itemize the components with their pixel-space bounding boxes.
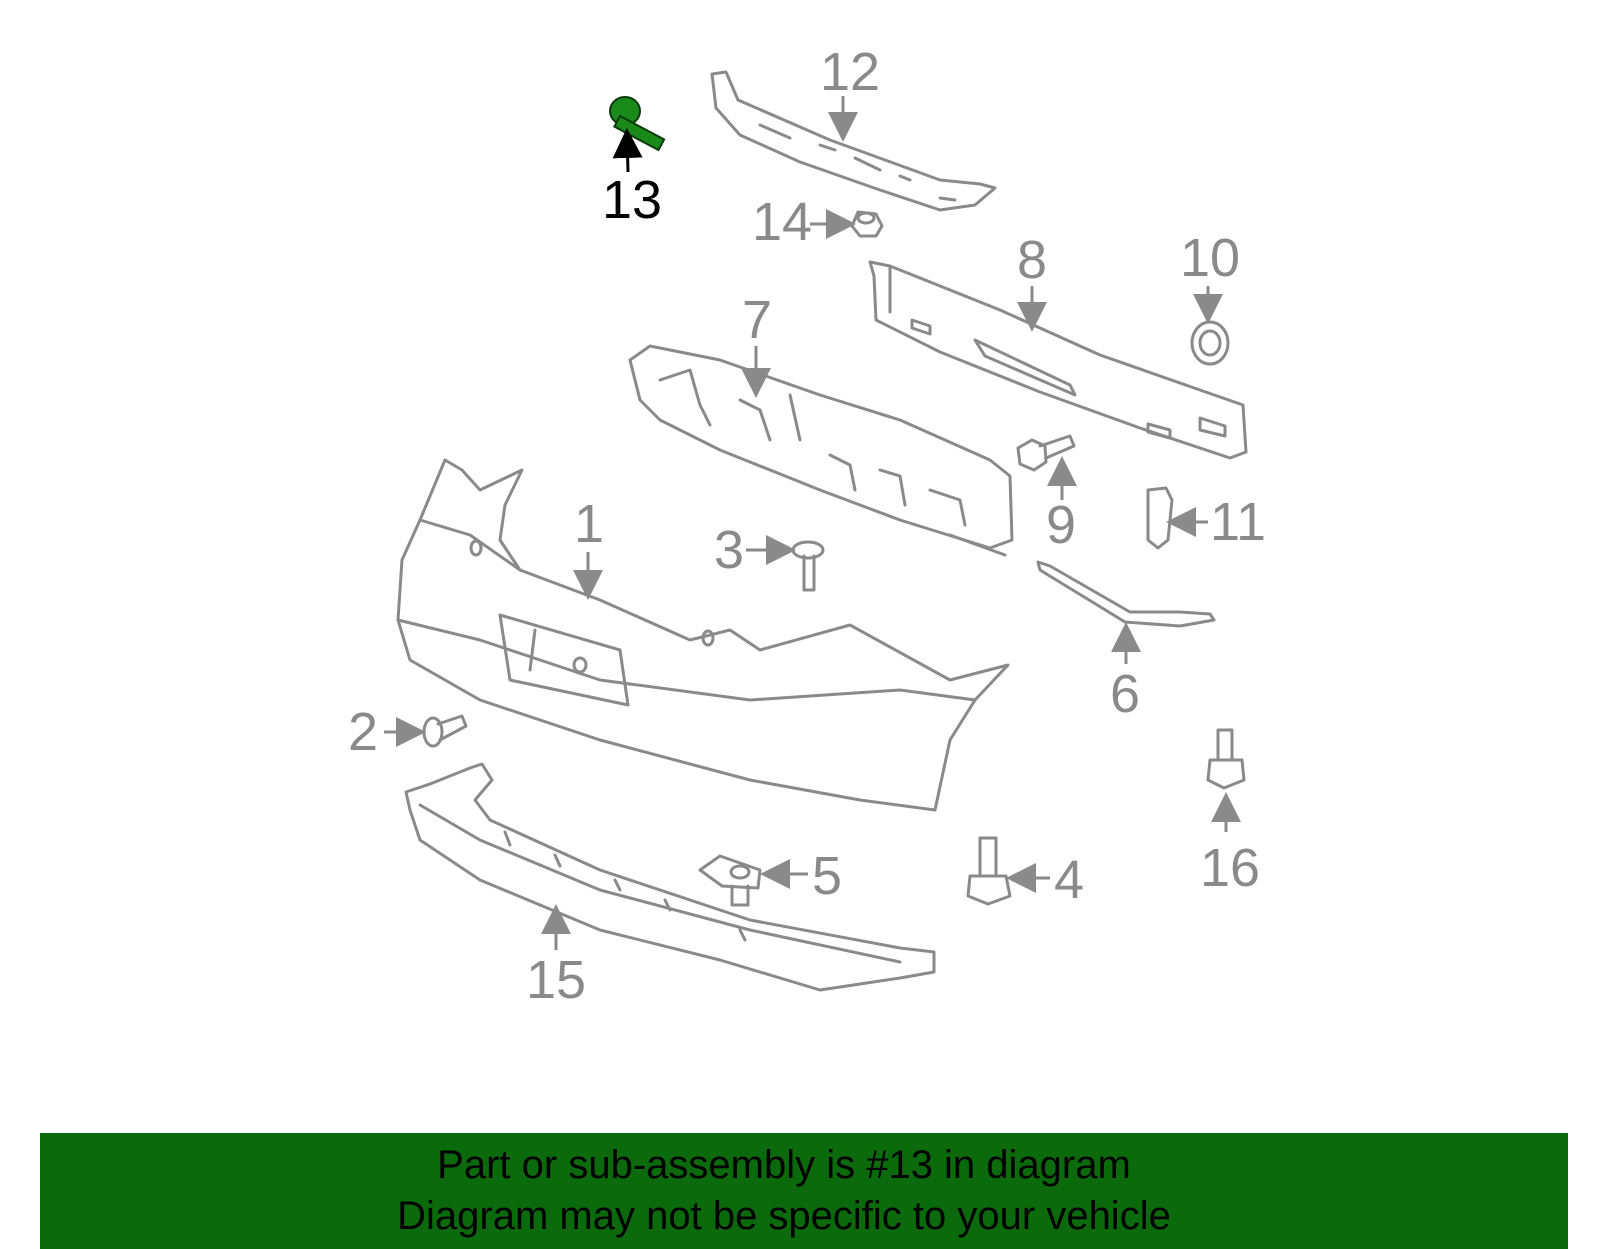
callout-5: 5 [812,846,842,906]
callout-6: 6 [1110,664,1140,724]
callout-labels: 12 13 14 8 10 7 9 11 1 3 6 2 5 4 16 15 [348,42,1266,1010]
part-3-pin [791,540,825,592]
part-7-absorber [628,344,1014,557]
callout-3: 3 [714,520,744,580]
part-2-pin [422,714,468,748]
callout-7: 7 [742,290,772,350]
part-8-beam [868,260,1248,460]
banner-line-2: Diagram may not be specific to your vehi… [397,1194,1171,1238]
part-12-bracket [710,70,997,212]
part-16-stud [1206,728,1246,790]
part-4-stud [966,836,1012,906]
callout-1: 1 [574,494,604,554]
callout-14: 14 [752,192,812,252]
banner-line-1: Part or sub-assembly is #13 in diagram [437,1143,1131,1187]
callout-15: 15 [526,950,586,1010]
callout-12: 12 [820,42,880,102]
callout-9: 9 [1046,495,1076,555]
callout-13: 13 [602,170,662,230]
callout-4: 4 [1054,850,1084,910]
leader-arrows [384,96,1241,950]
callout-8: 8 [1017,230,1047,290]
part-11-clip [1146,486,1174,550]
part-1-bumper-cover [396,458,1010,812]
callout-10: 10 [1180,228,1240,288]
callout-2: 2 [348,702,378,762]
part-13-bolt-highlighted [609,96,666,152]
part-6-strip [1036,560,1216,628]
part-15-valance [404,762,936,992]
info-banner: Part or sub-assembly is #13 in diagram D… [40,1133,1568,1249]
callout-11: 11 [1210,492,1266,552]
part-14-nut [850,210,884,238]
part-5-clipnut [698,854,762,907]
part-9-bolt [1016,434,1076,472]
part-10-washer [1190,320,1230,366]
callout-16: 16 [1200,838,1260,898]
